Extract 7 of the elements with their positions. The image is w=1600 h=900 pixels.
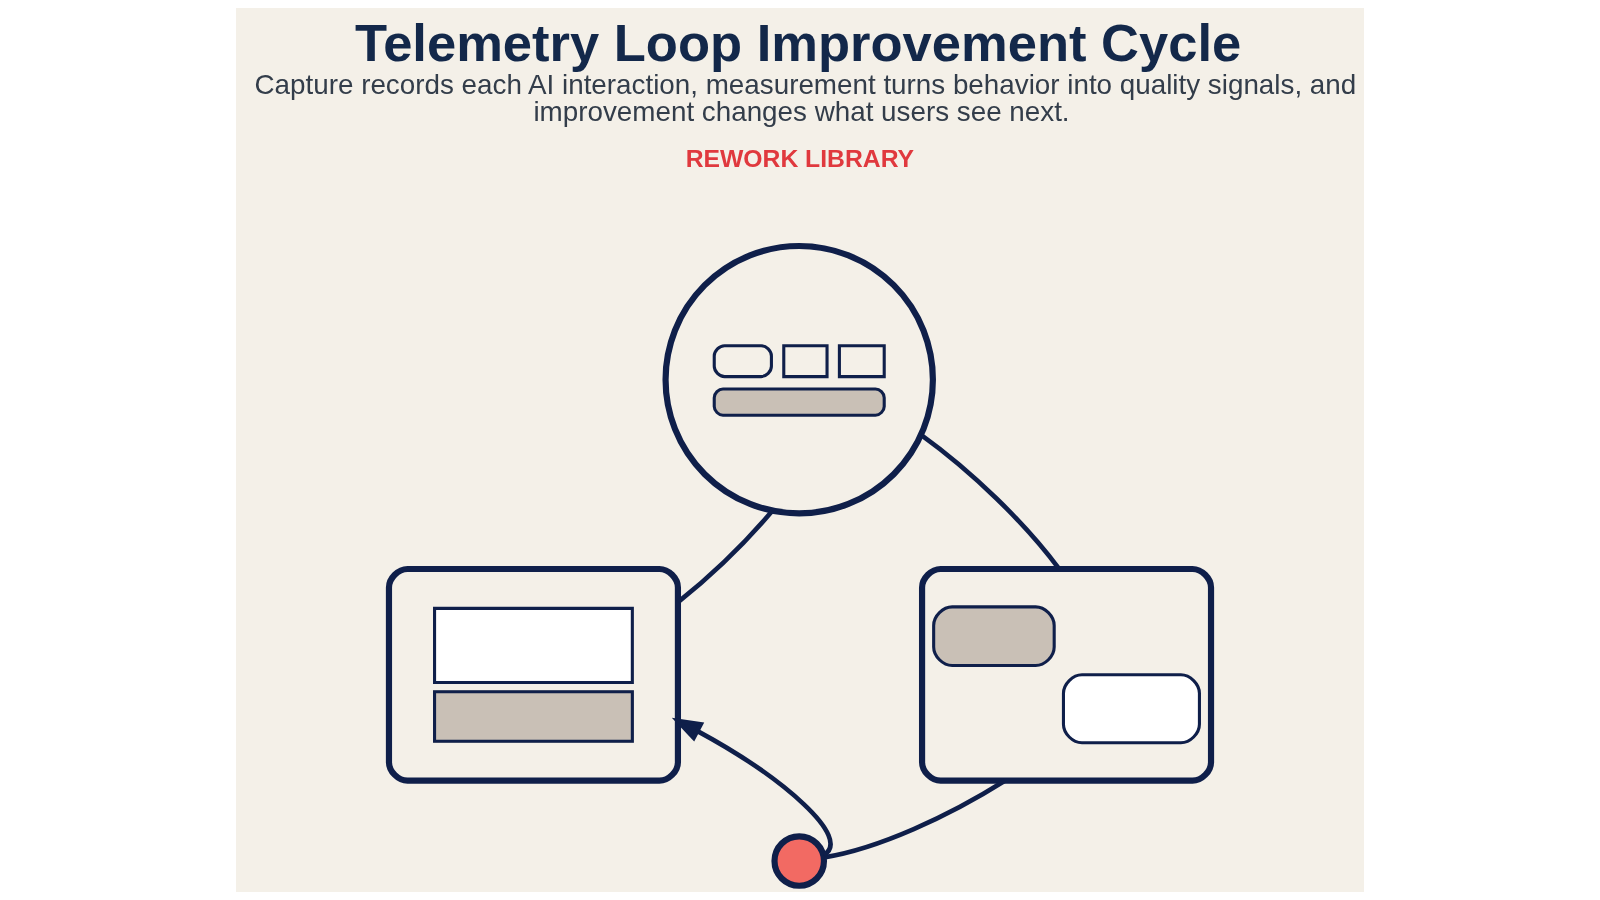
- arrow: [671, 717, 833, 857]
- node-picture: [919, 565, 1215, 784]
- node-circle: [771, 833, 828, 889]
- diagram-title: Telemetry Loop Improvement Cycle: [354, 12, 1242, 72]
- node-picture: [385, 565, 681, 784]
- node-picture: [662, 242, 936, 517]
- label: REWORK LIBRARY: [685, 144, 915, 172]
